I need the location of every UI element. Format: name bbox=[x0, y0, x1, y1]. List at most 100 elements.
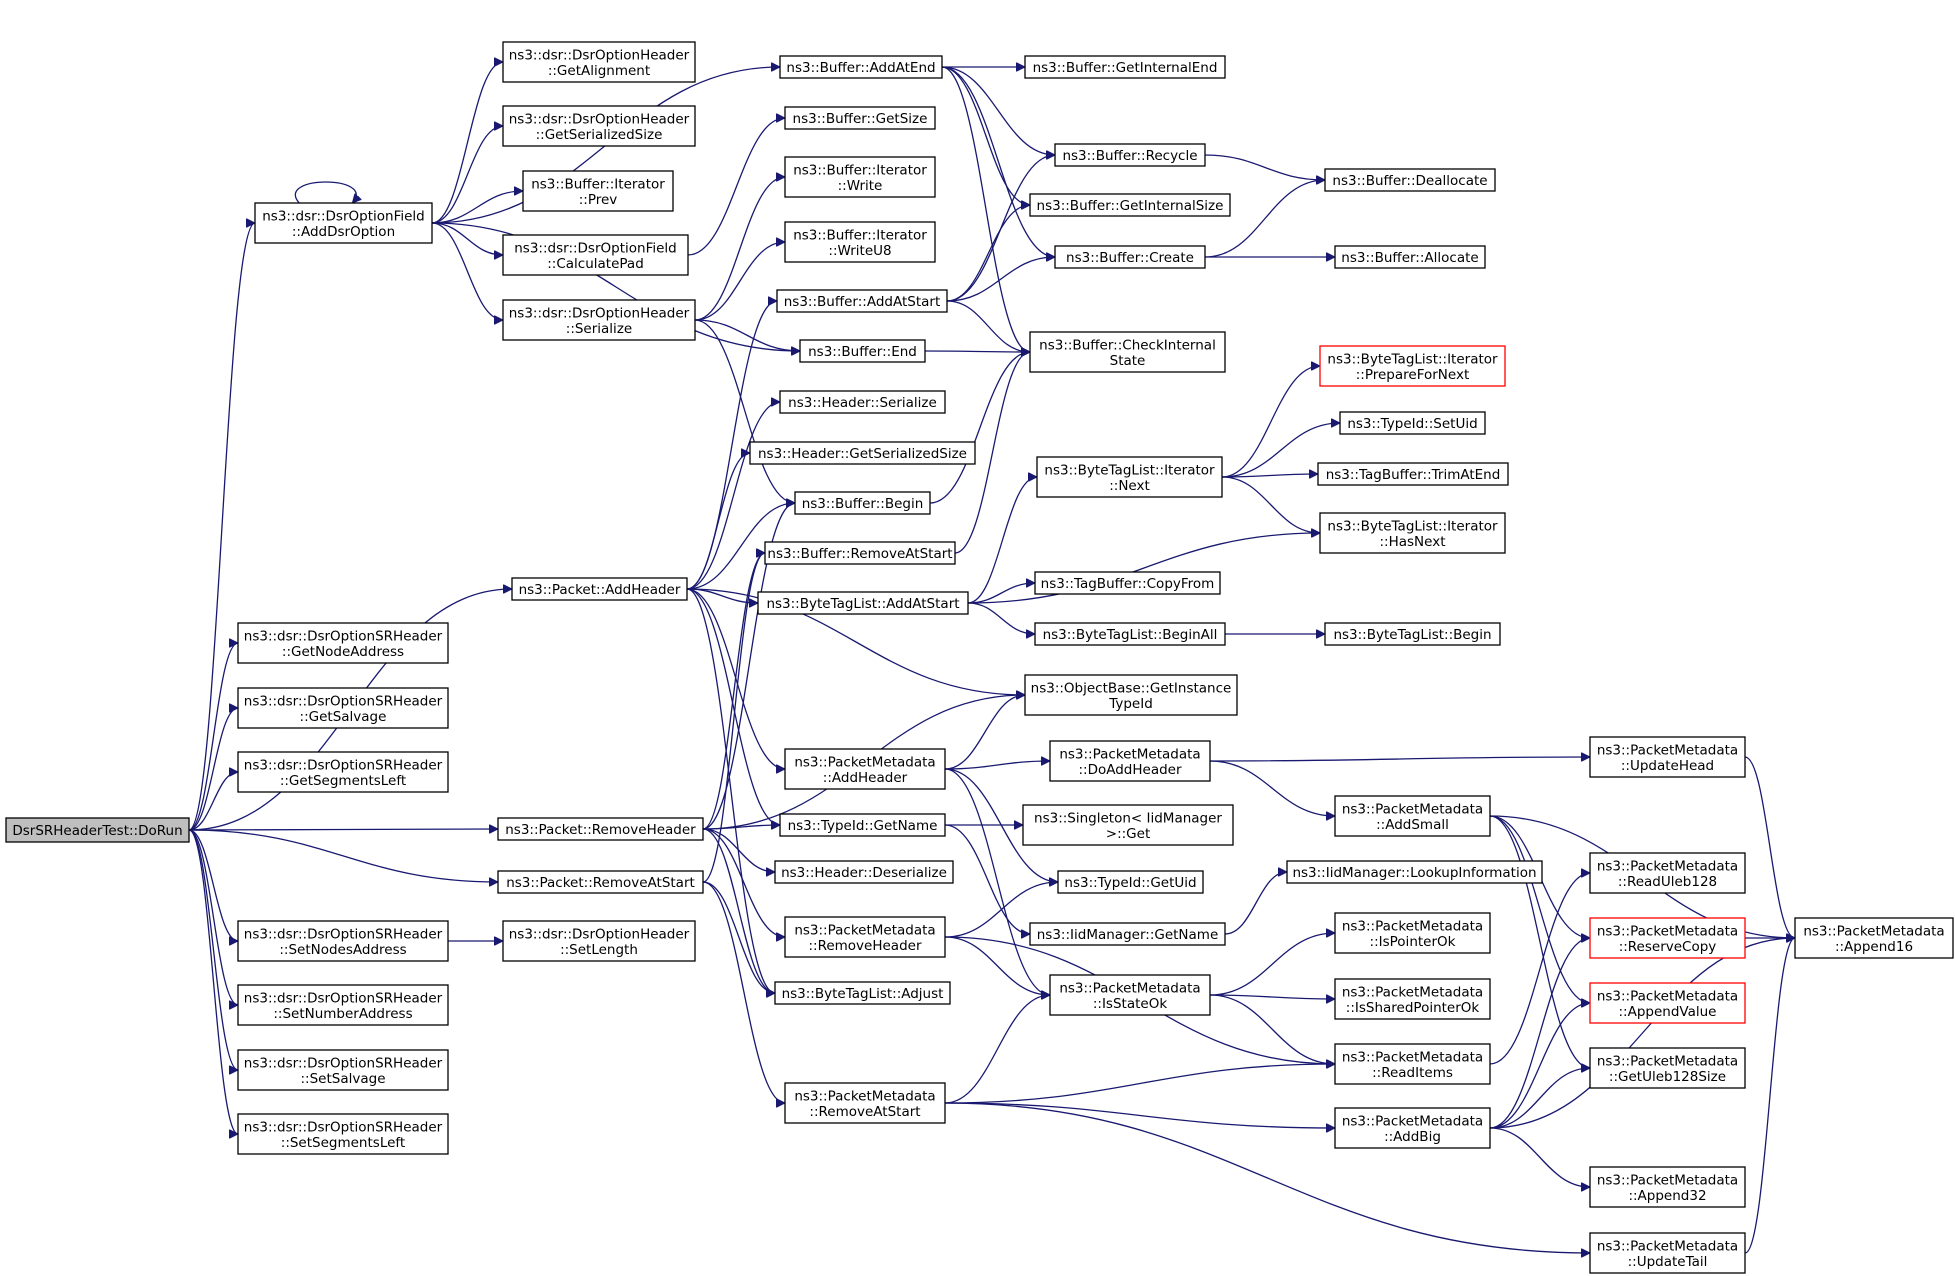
node-box bbox=[757, 591, 969, 615]
node-box bbox=[779, 813, 946, 837]
node-label-line: ns3::ObjectBase::GetInstance bbox=[1031, 680, 1232, 696]
node-pkt_removeheader[interactable]: ns3::Packet::RemoveHeader bbox=[497, 817, 704, 841]
node-recycle[interactable]: ns3::Buffer::Recycle bbox=[1054, 143, 1206, 167]
node-getnodeaddr[interactable]: ns3::dsr::DsrOptionSRHeader::GetNodeAddr… bbox=[237, 622, 449, 664]
node-iidmgr_lookup[interactable]: ns3::IidManager::LookupInformation bbox=[1286, 860, 1543, 884]
node-bufend[interactable]: ns3::Buffer::End bbox=[799, 339, 926, 363]
node-getinternalsize[interactable]: ns3::Buffer::GetInternalSize bbox=[1029, 193, 1231, 217]
node-pm_addbig[interactable]: ns3::PacketMetadata::AddBig bbox=[1334, 1107, 1491, 1149]
node-btl_beginall[interactable]: ns3::ByteTagList::BeginAll bbox=[1034, 622, 1226, 646]
node-pm_appendvalue[interactable]: ns3::PacketMetadata::AppendValue bbox=[1589, 982, 1746, 1024]
node-pm_updatetail[interactable]: ns3::PacketMetadata::UpdateTail bbox=[1589, 1232, 1746, 1274]
edge-line bbox=[431, 62, 504, 224]
node-setnumaddr[interactable]: ns3::dsr::DsrOptionSRHeader::SetNumberAd… bbox=[237, 984, 449, 1026]
node-addatstart[interactable]: ns3::Buffer::AddAtStart bbox=[776, 289, 948, 313]
node-pm_issharedptrok[interactable]: ns3::PacketMetadata::IsSharedPointerOk bbox=[1334, 978, 1491, 1020]
node-label-line: ns3::Buffer::Recycle bbox=[1062, 148, 1197, 164]
node-label-line: ns3::dsr::DsrOptionSRHeader bbox=[244, 757, 443, 773]
node-setsalvage[interactable]: ns3::dsr::DsrOptionSRHeader::SetSalvage bbox=[237, 1049, 449, 1091]
node-typeid_getname[interactable]: ns3::TypeId::GetName bbox=[779, 813, 946, 837]
edge-line bbox=[188, 829, 239, 1005]
node-iterprev[interactable]: ns3::Buffer::Iterator::Prev bbox=[522, 170, 674, 212]
node-getsegleft[interactable]: ns3::dsr::DsrOptionSRHeader::GetSegments… bbox=[237, 751, 449, 793]
node-box bbox=[1024, 674, 1238, 716]
node-label-line: ns3::PacketMetadata bbox=[1597, 1053, 1738, 1069]
edge-addatend-to-recycle bbox=[941, 66, 1055, 155]
node-label-line: ns3::PacketMetadata bbox=[1342, 984, 1483, 1000]
node-adddsropt[interactable]: ns3::dsr::DsrOptionField::AddDsrOption bbox=[254, 202, 433, 244]
node-pkt_addheader[interactable]: ns3::Packet::AddHeader bbox=[511, 577, 688, 601]
node-pm_removeatstart[interactable]: ns3::PacketMetadata::RemoveAtStart bbox=[784, 1082, 946, 1124]
node-btl_adjust[interactable]: ns3::ByteTagList::Adjust bbox=[774, 981, 951, 1005]
node-label-line: ns3::Singleton< IidManager bbox=[1034, 810, 1222, 826]
node-deallocate[interactable]: ns3::Buffer::Deallocate bbox=[1324, 168, 1496, 192]
node-label-line: ns3::Packet::RemoveHeader bbox=[505, 822, 696, 838]
node-ohserialize[interactable]: ns3::dsr::DsrOptionHeader::Serialize bbox=[502, 299, 696, 341]
node-label-line: ::Write bbox=[838, 178, 883, 194]
node-addatend[interactable]: ns3::Buffer::AddAtEnd bbox=[779, 55, 943, 79]
node-tagbuf_trimatend[interactable]: ns3::TagBuffer::TrimAtEnd bbox=[1317, 462, 1509, 486]
node-pm_append16[interactable]: ns3::PacketMetadata::Append16 bbox=[1794, 917, 1954, 959]
node-pm_updatehead[interactable]: ns3::PacketMetadata::UpdateHead bbox=[1589, 736, 1746, 778]
node-hdrdeserialize[interactable]: ns3::Header::Deserialize bbox=[774, 860, 954, 884]
node-getalign[interactable]: ns3::dsr::DsrOptionHeader::GetAlignment bbox=[502, 41, 696, 83]
node-calcpad[interactable]: ns3::dsr::DsrOptionField::CalculatePad bbox=[502, 234, 689, 276]
node-hdrgetsersize[interactable]: ns3::Header::GetSerializedSize bbox=[749, 441, 976, 465]
edge-pm_removeheader-to-typeid_getuid bbox=[944, 882, 1058, 938]
node-pm_reservecopy[interactable]: ns3::PacketMetadata::ReserveCopy bbox=[1589, 917, 1746, 959]
node-bufbegin[interactable]: ns3::Buffer::Begin bbox=[794, 491, 931, 515]
node-label-line: ns3::PacketMetadata bbox=[1597, 742, 1738, 758]
node-label-line: ns3::dsr::DsrOptionHeader bbox=[509, 47, 690, 63]
node-getinternalend[interactable]: ns3::Buffer::GetInternalEnd bbox=[1024, 55, 1226, 79]
node-pm_ispointerok[interactable]: ns3::PacketMetadata::IsPointerOk bbox=[1334, 912, 1491, 954]
node-iidmgr_getname[interactable]: ns3::IidManager::GetName bbox=[1029, 922, 1226, 946]
node-pm_removeheader[interactable]: ns3::PacketMetadata::RemoveHeader bbox=[784, 916, 946, 958]
node-hdrserialize[interactable]: ns3::Header::Serialize bbox=[779, 390, 946, 414]
node-getsalvage[interactable]: ns3::dsr::DsrOptionSRHeader::GetSalvage bbox=[237, 687, 449, 729]
node-pkt_removeatstart[interactable]: ns3::Packet::RemoveAtStart bbox=[497, 870, 704, 894]
node-iterwrite[interactable]: ns3::Buffer::Iterator::Write bbox=[784, 156, 936, 198]
node-pm_isstateok[interactable]: ns3::PacketMetadata::IsStateOk bbox=[1049, 974, 1211, 1016]
node-btl_hasnext[interactable]: ns3::ByteTagList::Iterator::HasNext bbox=[1319, 512, 1506, 554]
node-removeatstart_buf[interactable]: ns3::Buffer::RemoveAtStart bbox=[764, 541, 956, 565]
node-iterwriteu8[interactable]: ns3::Buffer::Iterator::WriteU8 bbox=[784, 221, 936, 263]
edge-pm_isstateok-to-pm_issharedptrok bbox=[1209, 994, 1335, 999]
node-bufgetsize[interactable]: ns3::Buffer::GetSize bbox=[784, 106, 936, 130]
node-box bbox=[784, 221, 936, 263]
node-setlength[interactable]: ns3::dsr::DsrOptionHeader::SetLength bbox=[502, 920, 696, 962]
node-btl_begin[interactable]: ns3::ByteTagList::Begin bbox=[1324, 622, 1501, 646]
node-btl_iternext[interactable]: ns3::ByteTagList::Iterator::Next bbox=[1036, 456, 1223, 498]
node-pm_readuleb128[interactable]: ns3::PacketMetadata::ReadUleb128 bbox=[1589, 852, 1746, 894]
node-label-line: ns3::PacketMetadata bbox=[1342, 801, 1483, 817]
node-btl_addatstart[interactable]: ns3::ByteTagList::AddAtStart bbox=[757, 591, 969, 615]
node-typeid_getuid[interactable]: ns3::TypeId::GetUid bbox=[1057, 870, 1204, 894]
edge-line bbox=[686, 503, 795, 590]
node-box bbox=[1286, 860, 1543, 884]
node-pm_addheader[interactable]: ns3::PacketMetadata::AddHeader bbox=[784, 748, 946, 790]
node-box bbox=[1324, 622, 1501, 646]
edge-line bbox=[954, 352, 1031, 554]
node-singleton_get[interactable]: ns3::Singleton< IidManager>::Get bbox=[1022, 804, 1234, 846]
node-pm_readitems[interactable]: ns3::PacketMetadata::ReadItems bbox=[1334, 1043, 1491, 1085]
node-pm_getuleb128size[interactable]: ns3::PacketMetadata::GetUleb128Size bbox=[1589, 1047, 1746, 1089]
node-pm_append32[interactable]: ns3::PacketMetadata::Append32 bbox=[1589, 1166, 1746, 1208]
node-label-line: ns3::Buffer::AddAtEnd bbox=[786, 60, 935, 76]
node-setsegleft[interactable]: ns3::dsr::DsrOptionSRHeader::SetSegments… bbox=[237, 1113, 449, 1155]
edge-addatend-to-checkinternal bbox=[941, 66, 1031, 352]
node-label-line: ns3::dsr::DsrOptionSRHeader bbox=[244, 990, 443, 1006]
node-pm_doaddheader[interactable]: ns3::PacketMetadata::DoAddHeader bbox=[1049, 740, 1211, 782]
node-bufcreate[interactable]: ns3::Buffer::Create bbox=[1054, 245, 1206, 269]
node-allocate[interactable]: ns3::Buffer::Allocate bbox=[1334, 245, 1486, 269]
node-label-line: ::Prev bbox=[579, 192, 618, 208]
node-box bbox=[1339, 411, 1486, 435]
node-btl_preparefornext[interactable]: ns3::ByteTagList::Iterator::PrepareForNe… bbox=[1319, 345, 1506, 387]
node-getsersize_oh[interactable]: ns3::dsr::DsrOptionHeader::GetSerialized… bbox=[502, 105, 696, 147]
edge-pm_updatehead-to-pm_append16 bbox=[1744, 756, 1796, 938]
node-pm_addsmall[interactable]: ns3::PacketMetadata::AddSmall bbox=[1334, 795, 1491, 837]
node-setnodesaddr[interactable]: ns3::dsr::DsrOptionSRHeader::SetNodesAdd… bbox=[237, 920, 449, 962]
node-tagbuf_copyfrom[interactable]: ns3::TagBuffer::CopyFrom bbox=[1034, 571, 1221, 595]
node-dorun[interactable]: DsrSRHeaderTest::DoRun bbox=[5, 817, 190, 843]
node-typeid_setuid[interactable]: ns3::TypeId::SetUid bbox=[1339, 411, 1486, 435]
